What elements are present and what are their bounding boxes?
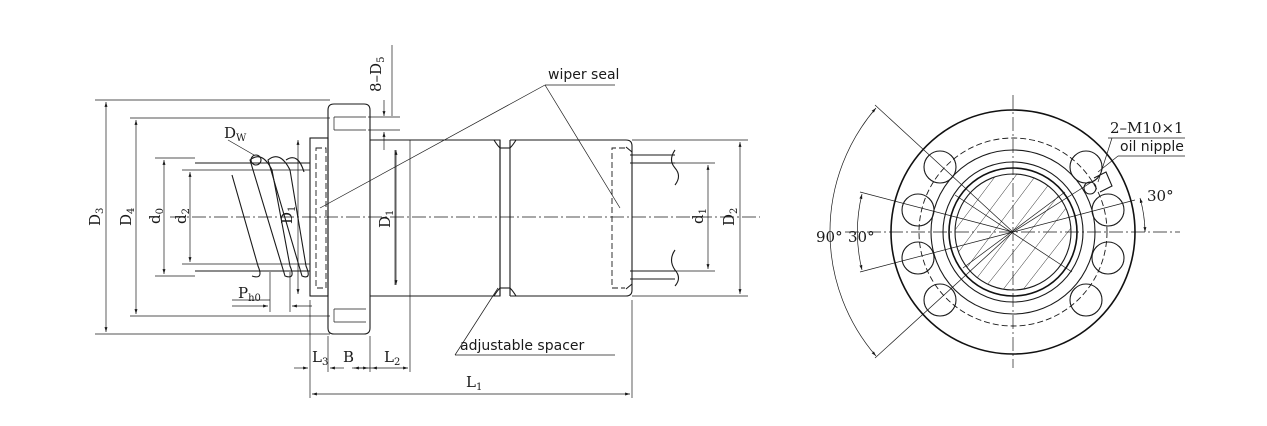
label-thread-spec: 2–M10×1 [1110, 119, 1184, 137]
dim-L2: L2 [384, 348, 400, 368]
side-view: D3 D4 d0 d2 D1 D1 d1 D2 8–D5 DW Ph0 L3 B… [86, 45, 760, 398]
bolt-hole [923, 150, 957, 184]
bolt-holes [901, 150, 1125, 317]
dim-holes: 8–D5 [367, 57, 387, 92]
pcd-circle [918, 137, 1108, 327]
angle-arc-90 [829, 107, 877, 357]
label-adjustable-spacer: adjustable spacer [460, 338, 585, 354]
dim-D1-left: D1 [278, 206, 298, 224]
dim-B: B [343, 348, 354, 366]
bolt-hole [901, 241, 935, 275]
dim-d0: d0 [146, 208, 166, 224]
label-wiper-seal: wiper seal [548, 67, 619, 83]
angle-30-left: 30° [848, 228, 875, 246]
dim-Dw: DW [224, 124, 247, 144]
bolt-hole [1069, 283, 1103, 317]
flange-outline [890, 109, 1136, 355]
angle-90: 90° [816, 228, 843, 246]
flange [327, 103, 371, 335]
label-oil-nipple: oil nipple [1120, 139, 1184, 155]
dim-Ph0: Ph0 [238, 284, 261, 304]
bolt-hole [1091, 193, 1125, 227]
dim-L1: L1 [466, 373, 482, 393]
dim-d1: d1 [689, 208, 709, 224]
wiper-seal-leader-left [319, 84, 546, 209]
bolt-hole [923, 283, 957, 317]
dim-D3: D3 [86, 208, 106, 226]
oil-nipple-icon [1083, 181, 1097, 195]
bolt-hole [1091, 241, 1125, 275]
ball-icon [250, 154, 262, 166]
end-view: 2–M10×1 oil nipple 90° 30° 30° [816, 95, 1185, 368]
wiper-seal-leader-right [544, 84, 621, 209]
dim-D4: D4 [117, 208, 137, 226]
dim-L3: L3 [312, 348, 328, 368]
dim-D2: D2 [720, 208, 740, 226]
dim-D1-mid: D1 [376, 210, 396, 228]
angle-30-right: 30° [1147, 187, 1174, 205]
spacer-leader [454, 287, 499, 356]
bolt-hole [901, 193, 935, 227]
screw-shaft-left [195, 139, 310, 278]
screw-shaft-right [630, 149, 715, 287]
dim-d2: d2 [172, 208, 192, 224]
